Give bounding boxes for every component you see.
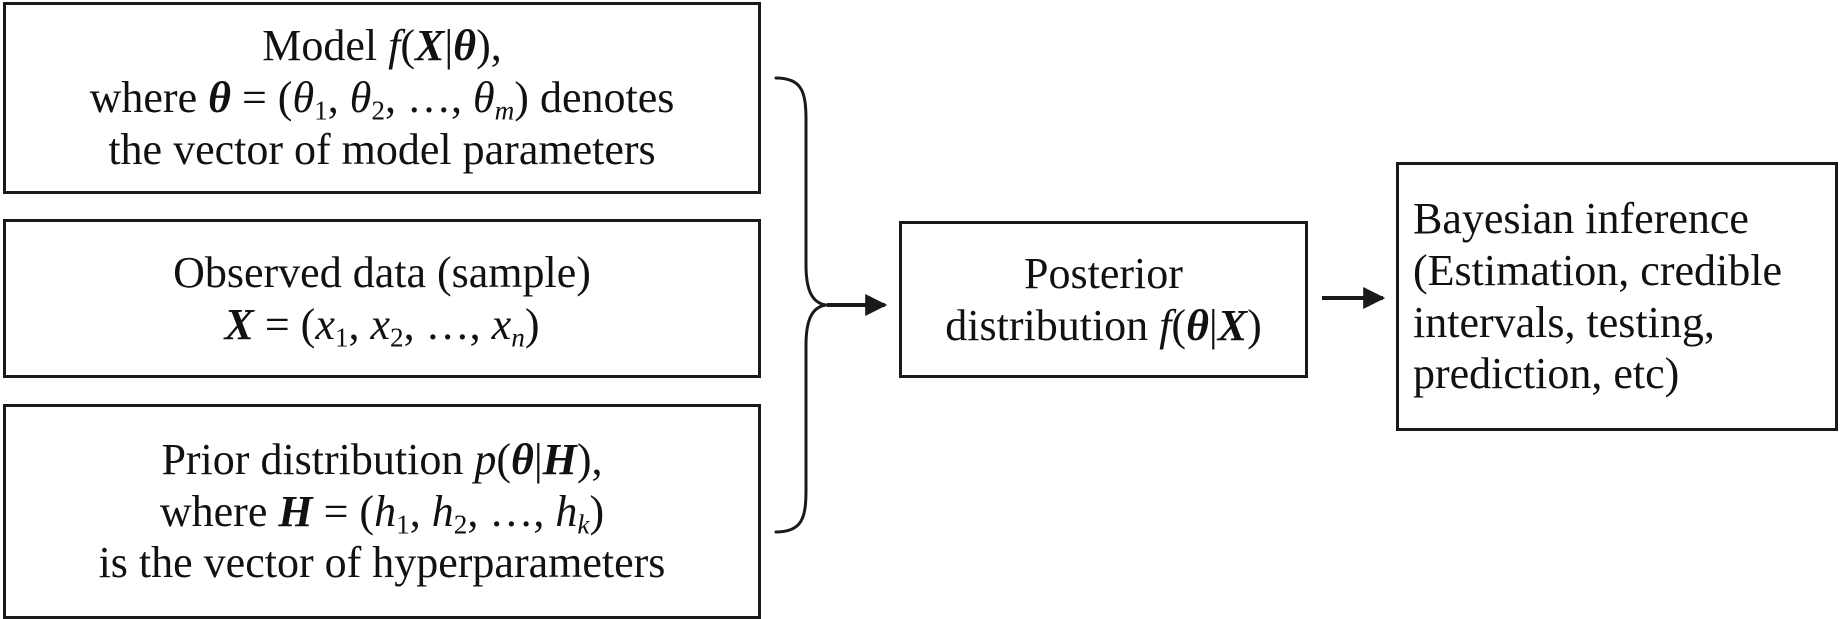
- prior-sub-2: 2: [453, 509, 468, 540]
- model-denotes: ) denotes: [514, 73, 675, 123]
- posterior-distribution-box: Posterior distribution f(θ|X): [899, 221, 1308, 378]
- prior-label: Prior distribution: [161, 434, 475, 484]
- observed-close-paren: ): [524, 299, 540, 349]
- posterior-distribution-label: distribution: [945, 300, 1160, 350]
- prior-where-label: where: [159, 486, 279, 536]
- prior-open-paren: (: [496, 434, 511, 484]
- observed-x-2: x: [370, 299, 391, 349]
- model-sub-1: 1: [314, 95, 328, 126]
- prior-H-symbol: H: [542, 434, 577, 484]
- model-open-paren: (: [400, 21, 416, 71]
- prior-equals: = (: [312, 486, 375, 536]
- model-theta-symbol: θ: [453, 21, 477, 71]
- model-theta-vector: θ: [208, 73, 231, 123]
- observed-X-vector: X: [224, 299, 254, 349]
- observed-comma-2: , …,: [403, 299, 492, 349]
- model-X-symbol: X: [415, 21, 445, 71]
- model-line-3: the vector of model parameters: [108, 124, 656, 174]
- observed-line-2: X = (x1, x2, …, xn): [225, 299, 540, 351]
- posterior-line-2: distribution f(θ|X): [945, 300, 1261, 352]
- model-sub-2: 2: [371, 95, 385, 126]
- observed-line-1: Observed data (sample): [173, 247, 591, 297]
- observed-sub-2: 2: [390, 322, 404, 353]
- prior-theta-symbol: θ: [511, 434, 534, 484]
- prior-sub-k: k: [577, 509, 590, 540]
- prior-comma-2: , …,: [467, 486, 556, 536]
- bayes-line-2: (Estimation, credible: [1413, 245, 1782, 295]
- observed-x-1: x: [315, 299, 335, 349]
- observed-comma-1: ,: [348, 299, 371, 349]
- posterior-X-symbol: X: [1217, 300, 1248, 350]
- model-line-2: where θ = (θ1, θ2, …, θm) denotes: [90, 72, 675, 124]
- prior-line-1: Prior distribution p(θ|H),: [161, 434, 602, 486]
- model-theta-m: θ: [472, 73, 495, 123]
- model-comma-1: ,: [327, 73, 350, 123]
- posterior-line-1: Posterior: [1024, 248, 1183, 298]
- prior-close-paren: ),: [576, 434, 603, 484]
- bayes-line-1: Bayesian inference: [1413, 193, 1749, 243]
- prior-h-1: h: [374, 486, 397, 536]
- bayes-line-3: intervals, testing,: [1413, 297, 1715, 347]
- prior-line-2: where H = (h1, h2, …, hk): [160, 486, 604, 538]
- model-close-paren: ),: [476, 21, 502, 71]
- bayes-line-4: prediction, etc): [1413, 349, 1680, 399]
- prior-distribution-box: Prior distribution p(θ|H), where H = (h1…: [3, 404, 761, 619]
- observed-data-box: Observed data (sample) X = (x1, x2, …, x…: [3, 219, 761, 378]
- observed-equals: = (: [253, 299, 316, 349]
- prior-line-3: is the vector of hyperparameters: [98, 538, 666, 588]
- model-theta-2: θ: [349, 73, 372, 123]
- model-comma-2: , …,: [384, 73, 473, 123]
- posterior-close-paren: ): [1247, 300, 1262, 350]
- prior-sub-1: 1: [396, 509, 410, 540]
- model-f-symbol: f: [388, 21, 401, 71]
- posterior-f-symbol: f: [1159, 300, 1172, 350]
- prior-close-paren-2: ): [589, 486, 605, 536]
- prior-p-symbol: p: [474, 434, 497, 484]
- posterior-open-paren: (: [1171, 300, 1187, 350]
- observed-x-n: x: [491, 299, 512, 349]
- observed-sub-1: 1: [334, 322, 349, 353]
- prior-h-k: h: [555, 486, 578, 536]
- curly-brace: [774, 76, 828, 534]
- prior-H-vector: H: [278, 486, 313, 536]
- bayesian-inference-box: Bayesian inference (Estimation, credible…: [1396, 162, 1838, 431]
- posterior-theta-symbol: θ: [1186, 300, 1209, 350]
- prior-comma-1: ,: [409, 486, 432, 536]
- model-sub-m: m: [494, 95, 515, 126]
- observed-sub-n: n: [511, 322, 525, 353]
- model-where-label: where: [89, 73, 209, 123]
- model-theta-1: θ: [292, 73, 315, 123]
- model-label: Model: [262, 21, 389, 71]
- model-equals: = (: [230, 73, 293, 123]
- model-box: Model f(X|θ), where θ = (θ1, θ2, …, θm) …: [3, 2, 761, 194]
- model-line-1: Model f(X|θ),: [262, 20, 501, 72]
- prior-bar: |: [533, 434, 543, 484]
- posterior-bar: |: [1208, 300, 1218, 350]
- prior-h-2: h: [431, 486, 454, 536]
- model-bar: |: [444, 21, 454, 71]
